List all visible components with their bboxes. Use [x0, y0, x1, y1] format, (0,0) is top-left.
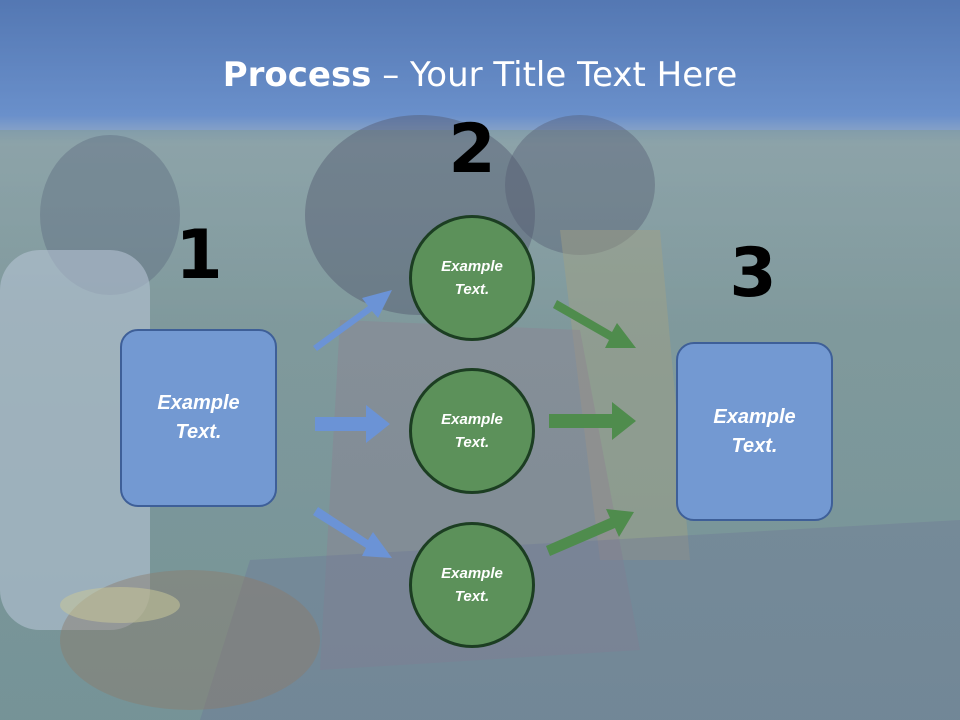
step-number-1: 1 [175, 216, 223, 295]
process-circle-middle: Example Text. [409, 368, 535, 494]
process-circle-top: Example Text. [409, 215, 535, 341]
process-circle-bottom-text: Example Text. [441, 565, 503, 605]
process-box-left: Example Text. [120, 329, 277, 507]
green-arrow-down [553, 300, 636, 348]
process-circle-bottom: Example Text. [409, 522, 535, 648]
process-circle-top-text: Example Text. [441, 258, 503, 298]
step-number-3: 3 [729, 234, 777, 313]
process-box-right: Example Text. [676, 342, 833, 521]
step-number-2: 2 [448, 110, 496, 189]
process-box-left-text: Example Text. [157, 392, 240, 443]
blue-arrow-up [313, 290, 392, 351]
slide-title: Process – Your Title Text Here [0, 50, 960, 100]
blue-arrow-middle [315, 405, 390, 443]
green-arrow-middle [549, 402, 636, 440]
process-circle-middle-text: Example Text. [441, 411, 503, 451]
process-box-right-text: Example Text. [713, 405, 796, 457]
title-rest: – Your Title Text Here [371, 55, 738, 95]
title-bold: Process [222, 55, 372, 95]
blue-arrow-down [313, 507, 392, 558]
green-arrow-up [546, 509, 634, 556]
